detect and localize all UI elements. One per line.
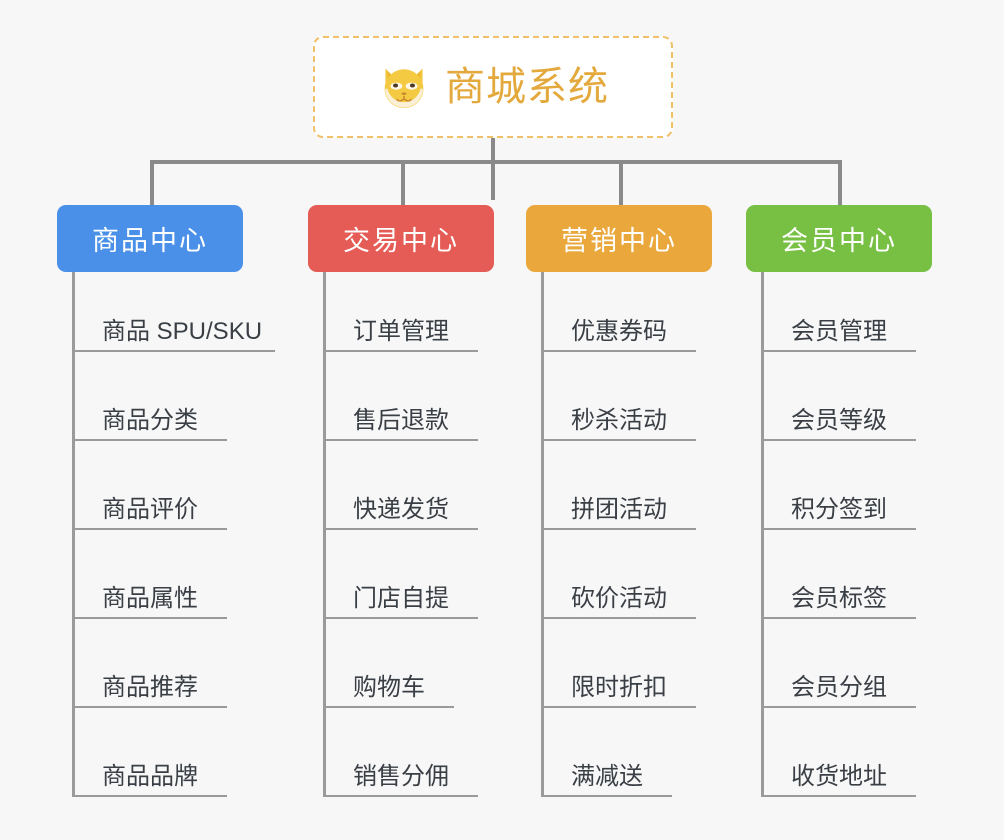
category-box-1[interactable]: 交易中心 (308, 205, 494, 272)
category-title-3: 会员中心 (781, 226, 897, 256)
leaf-underline (72, 795, 227, 797)
leaf-underline (761, 795, 916, 797)
root-title: 商城系统 (445, 65, 609, 109)
category-title-2: 营销中心 (561, 226, 677, 256)
leaf-underline (72, 350, 275, 352)
leaf-spine-2 (541, 272, 544, 797)
leaf-item[interactable]: 商品品牌 (72, 737, 227, 797)
category-box-3[interactable]: 会员中心 (746, 205, 932, 272)
leaf-spine-1 (323, 272, 326, 797)
leaf-item-label: 商品 SPU/SKU (102, 318, 263, 345)
category-title-0: 商品中心 (92, 226, 208, 256)
leaf-item[interactable]: 拼团活动 (541, 470, 696, 530)
leaf-underline (761, 528, 916, 530)
leaf-underline (72, 617, 227, 619)
leaf-item-label: 会员标签 (791, 585, 887, 612)
leaf-underline (72, 439, 227, 441)
category-box-0[interactable]: 商品中心 (57, 205, 243, 272)
leaf-underline (72, 706, 227, 708)
leaf-underline (541, 350, 696, 352)
leaf-item[interactable]: 会员标签 (761, 559, 916, 619)
leaf-item[interactable]: 商品 SPU/SKU (72, 292, 275, 352)
leaf-item-label: 商品推荐 (102, 674, 198, 701)
leaf-underline (761, 439, 916, 441)
leaf-item-label: 商品品牌 (102, 763, 198, 790)
leaf-item-label: 会员等级 (791, 407, 887, 434)
leaf-item[interactable]: 会员分组 (761, 648, 916, 708)
leaf-item[interactable]: 优惠券码 (541, 292, 696, 352)
leaf-item-label: 门店自提 (353, 585, 449, 612)
connector-drop-3 (619, 160, 623, 205)
connector-root-stem (491, 138, 495, 200)
leaf-underline (761, 617, 916, 619)
leaf-item[interactable]: 限时折扣 (541, 648, 696, 708)
leaf-item[interactable]: 砍价活动 (541, 559, 696, 619)
leaf-underline (761, 350, 916, 352)
leaf-underline (72, 528, 227, 530)
leaf-item[interactable]: 订单管理 (323, 292, 478, 352)
leaf-item-label: 商品评价 (102, 496, 198, 523)
leaf-item[interactable]: 满减送 (541, 737, 672, 797)
leaf-item[interactable]: 商品评价 (72, 470, 227, 530)
leaf-underline (323, 528, 478, 530)
leaf-item[interactable]: 销售分佣 (323, 737, 478, 797)
leaf-item[interactable]: 商品属性 (72, 559, 227, 619)
leaf-underline (323, 350, 478, 352)
leaf-item-label: 优惠券码 (571, 318, 667, 345)
leaf-item[interactable]: 收货地址 (761, 737, 916, 797)
leaf-item[interactable]: 购物车 (323, 648, 454, 708)
leaf-item[interactable]: 快递发货 (323, 470, 478, 530)
leaf-underline (541, 706, 696, 708)
leaf-item-label: 销售分佣 (353, 763, 449, 790)
leaf-underline (323, 795, 478, 797)
connector-drop-2 (401, 160, 405, 205)
leaf-item-label: 砍价活动 (571, 585, 667, 612)
leaf-item[interactable]: 商品分类 (72, 381, 227, 441)
connector-drop-4 (838, 160, 842, 205)
leaf-item[interactable]: 门店自提 (323, 559, 478, 619)
connector-drop-1 (150, 160, 154, 205)
leaf-underline (541, 439, 696, 441)
leaf-item[interactable]: 会员管理 (761, 292, 916, 352)
leaf-item-label: 订单管理 (353, 318, 449, 345)
leaf-item[interactable]: 积分签到 (761, 470, 916, 530)
leaf-item-label: 积分签到 (791, 496, 887, 523)
leaf-underline (323, 706, 454, 708)
leaf-item-label: 秒杀活动 (571, 407, 667, 434)
leaf-item-label: 快递发货 (353, 496, 449, 523)
leaf-item[interactable]: 商品推荐 (72, 648, 227, 708)
leaf-item-label: 满减送 (571, 763, 643, 790)
leaf-item-label: 售后退款 (353, 407, 449, 434)
leaf-underline (541, 528, 696, 530)
leaf-item-label: 收货地址 (791, 763, 887, 790)
leaf-spine-0 (72, 272, 75, 797)
connector-horizontal-bus (150, 160, 842, 164)
leaf-item[interactable]: 售后退款 (323, 381, 478, 441)
leaf-item-label: 购物车 (353, 674, 425, 701)
leaf-item-label: 会员分组 (791, 674, 887, 701)
root-node-mall-system[interactable]: 商城系统 (313, 36, 673, 138)
leaf-underline (541, 795, 672, 797)
leaf-underline (761, 706, 916, 708)
leaf-item-label: 商品属性 (102, 585, 198, 612)
leaf-item-label: 限时折扣 (571, 674, 667, 701)
leaf-spine-3 (761, 272, 764, 797)
leaf-underline (323, 439, 478, 441)
leaf-item-label: 拼团活动 (571, 496, 667, 523)
leaf-item[interactable]: 秒杀活动 (541, 381, 696, 441)
leaf-underline (323, 617, 478, 619)
leaf-item-label: 会员管理 (791, 318, 887, 345)
leaf-underline (541, 617, 696, 619)
category-title-1: 交易中心 (343, 226, 459, 256)
shiba-dog-face-icon (384, 68, 424, 109)
leaf-item-label: 商品分类 (102, 407, 198, 434)
category-box-2[interactable]: 营销中心 (526, 205, 712, 272)
leaf-item[interactable]: 会员等级 (761, 381, 916, 441)
